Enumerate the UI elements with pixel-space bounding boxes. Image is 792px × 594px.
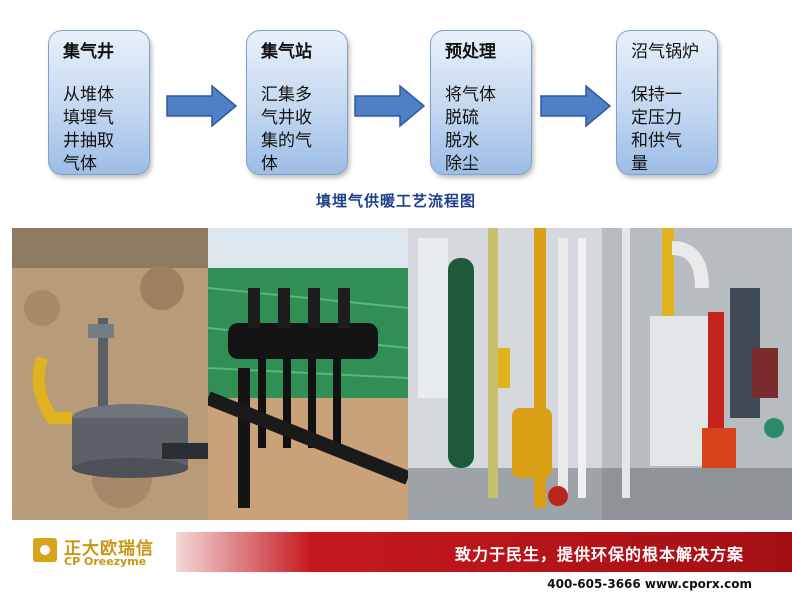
step-description: 将气体 脱硫 脱水 除尘 — [445, 85, 496, 174]
step-box-pretreatment: 预处理 将气体 脱硫 脱水 除尘 — [430, 30, 532, 175]
step-description: 从堆体 填埋气 井抽取 气体 — [63, 85, 114, 174]
step-title: 沼气锅炉 — [631, 42, 699, 62]
company-logo: 正大欧瑞信 CP Oreezyme — [30, 532, 180, 576]
step-title: 集气站 — [261, 42, 312, 62]
step-box-gas-well: 集气井 从堆体 填埋气 井抽取 气体 — [48, 30, 150, 175]
logo-mark-icon — [33, 538, 57, 562]
step-box-collection-station: 集气站 汇集多 气井收 集的气 体 — [246, 30, 348, 175]
step-box-biogas-boiler: 沼气锅炉 保持一 定压力 和供气 量 — [616, 30, 718, 175]
diagram-caption: 填埋气供暖工艺流程图 — [315, 192, 476, 210]
step-description: 汇集多 气井收 集的气 体 — [261, 85, 312, 174]
step-title: 预处理 — [445, 42, 496, 62]
slogan-text: 致力于民生，提供环保的根本解决方案 — [454, 545, 744, 564]
slogan-banner: 致力于民生，提供环保的根本解决方案 — [176, 532, 792, 572]
step-title: 集气井 — [63, 42, 114, 62]
flow-arrow-icon — [540, 84, 612, 128]
flow-arrow-icon — [354, 84, 426, 128]
logo-english-name: CP Oreezyme — [64, 555, 147, 568]
pretreatment-equipment-photo — [408, 228, 602, 520]
flow-arrow-icon — [166, 84, 238, 128]
gas-collection-station-photo — [208, 228, 408, 520]
biogas-boiler-photo — [602, 228, 792, 520]
contact-info: 400-605-3666 www.cporx.com — [547, 577, 752, 591]
step-description: 保持一 定压力 和供气 量 — [631, 85, 682, 174]
gas-well-photo — [12, 228, 208, 520]
logo-chinese-name: 正大欧瑞信 — [64, 539, 154, 559]
